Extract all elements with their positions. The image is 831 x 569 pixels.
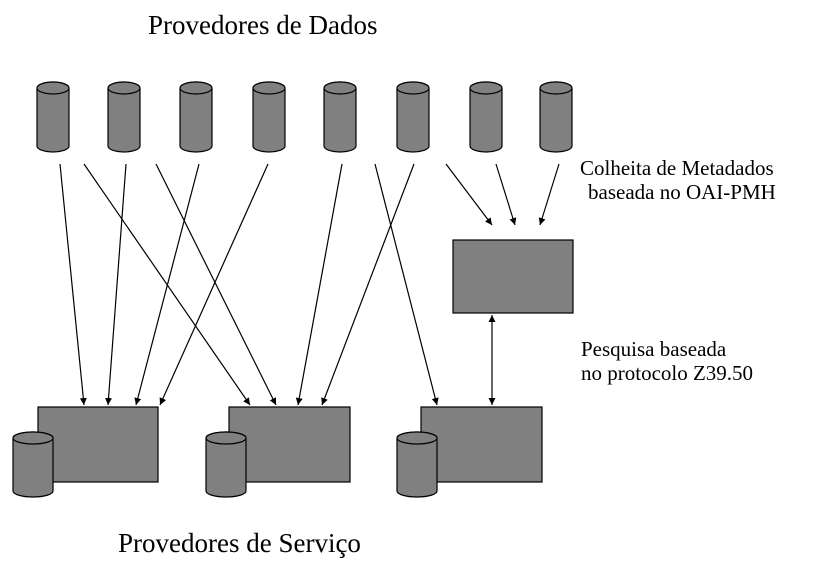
service-providers-title: Provedores de Serviço [118,528,361,558]
data-provider-cylinder-2 [107,81,141,153]
service-provider-cylinder-1 [12,431,54,498]
data-provider-cylinder-4 [252,81,286,153]
arrow-dp4-sp1 [159,163,269,406]
data-provider-cylinder-1 [36,81,70,153]
data-provider-cylinder-7 [469,81,503,153]
arrow-dp8-harvester [538,163,560,226]
harvest-label-line2: baseada no OAI-PMH [588,180,776,205]
service-provider-box-1 [37,406,159,483]
service-provider-cylinder-2 [205,431,247,498]
search-label-line2: no protocolo Z39.50 [581,361,754,386]
harvest-label-line1: Colheita de Metadados [580,156,774,180]
data-provider-cylinder-8 [539,81,573,153]
service-provider-box-2 [228,406,351,483]
service-provider-box-3 [420,406,543,483]
harvester-box [452,239,574,314]
data-providers-title: Provedores de Dados [148,10,378,40]
shapes-layer [12,81,574,498]
search-label-line1: Pesquisa baseada [581,337,727,361]
arrow-dp6-harvester [445,163,493,226]
service-provider-cylinder-3 [396,431,438,498]
arrow-dp3-sp2 [155,163,277,406]
harvest-label: Colheita de Metadados baseada no OAI-PMH [580,156,776,204]
arrow-dp5-sp3 [374,163,439,406]
arrows-layer [59,163,560,406]
arrow-dp6-sp2 [321,163,415,406]
search-label: Pesquisa baseada no protocolo Z39.50 [581,337,753,385]
data-provider-cylinder-6 [396,81,430,153]
arrow-dp7-harvester [495,163,517,226]
arrow-dp3-sp1 [134,163,200,406]
arrow-dp2-sp1 [105,163,127,406]
data-provider-cylinder-3 [179,81,213,153]
arrow-dp1-sp1 [59,163,87,406]
data-provider-cylinder-5 [323,81,357,153]
arrow-dp5-sp2 [295,163,343,406]
